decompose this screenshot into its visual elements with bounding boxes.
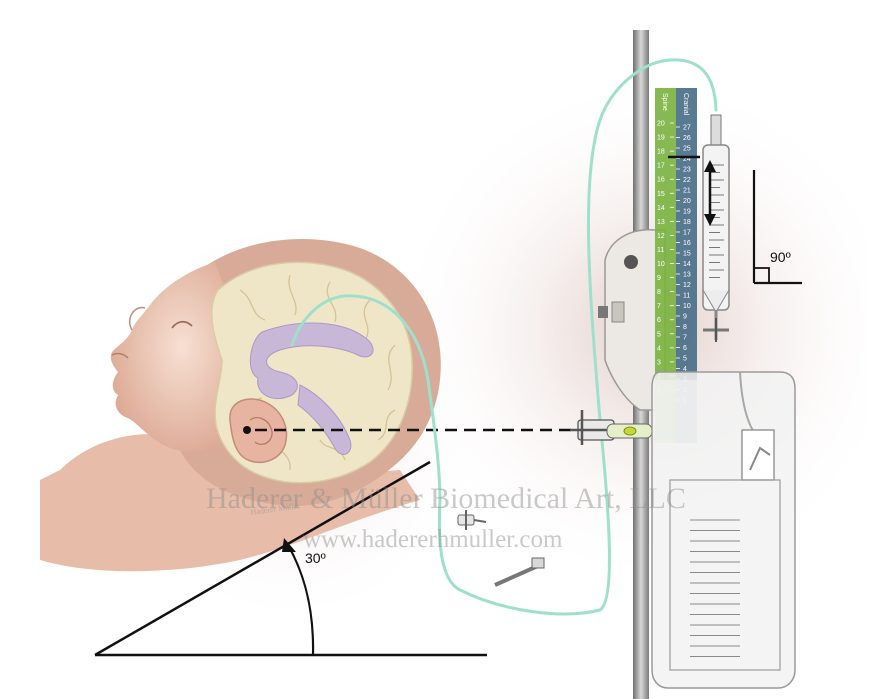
scale-tick-label: 16 <box>657 177 665 184</box>
scale-tick-label: 16 <box>683 240 691 247</box>
scale-tick-label: 26 <box>683 135 691 142</box>
scale-tick-label: 13 <box>657 219 665 226</box>
angle-90-label: 90º <box>770 249 791 265</box>
scale-tick-label: 17 <box>657 163 665 170</box>
scale-tick-label: 5 <box>683 356 687 363</box>
scale-tick-label: 12 <box>683 282 691 289</box>
scale-tick-label: 15 <box>657 191 665 198</box>
scale-tick-label: 15 <box>683 251 691 258</box>
scale-tick-label: 3 <box>657 359 661 366</box>
scale-tick-label: 6 <box>657 317 661 324</box>
scale-tick-label: 19 <box>683 209 691 216</box>
scale-tick-label: 14 <box>657 205 665 212</box>
scale-tick-label: 9 <box>657 275 661 282</box>
scale-tick-label: 10 <box>657 261 665 268</box>
scale-tick-label: 11 <box>683 293 690 300</box>
scale-tick-label: 23 <box>683 167 691 174</box>
watermark-line-2: www.hadererhmuller.com <box>303 526 563 553</box>
scale-tick-label: 8 <box>657 289 661 296</box>
scale-tick-label: 9 <box>683 314 687 321</box>
scale-tick-label: 7 <box>683 335 687 342</box>
scale-tick-label: 18 <box>657 149 665 156</box>
scale-tick-label: 21 <box>683 188 691 195</box>
scale-tick-label: 17 <box>683 230 691 237</box>
scale-tick-label: 25 <box>683 146 691 153</box>
bracket-screw <box>598 306 608 318</box>
scale-tick-label: 19 <box>657 135 665 142</box>
scale-tick-label: 11 <box>657 247 664 254</box>
scale-tick-label: 22 <box>683 177 691 184</box>
scale-tick-label: 14 <box>683 261 691 268</box>
scale-tick-label: 10 <box>683 303 691 310</box>
scale-tick-label: 8 <box>683 324 687 331</box>
scale-tick-label: 18 <box>683 219 691 226</box>
scale-tick-label: 12 <box>657 233 665 240</box>
scale-tick-label: 7 <box>657 303 661 310</box>
drip-chamber <box>703 115 729 342</box>
level-bubble <box>624 427 636 435</box>
scale-tick-label: 4 <box>657 345 661 352</box>
scale-tick-label: 27 <box>683 125 691 132</box>
scale-cranial-label: Cranial <box>682 93 689 116</box>
bracket-knob <box>624 255 638 269</box>
scale-spine-label: Spine <box>661 93 668 111</box>
drainage-bag <box>652 372 795 688</box>
scale-tick-label: 20 <box>683 198 691 205</box>
scale-tick-label: 13 <box>683 272 691 279</box>
scale-tick-label: 6 <box>683 345 687 352</box>
scale-tick-label: 5 <box>657 331 661 338</box>
tragus-marker <box>243 426 251 434</box>
scale-tick-label: 20 <box>657 121 665 128</box>
bracket-clamp <box>612 302 624 322</box>
tubing-port <box>495 558 544 585</box>
